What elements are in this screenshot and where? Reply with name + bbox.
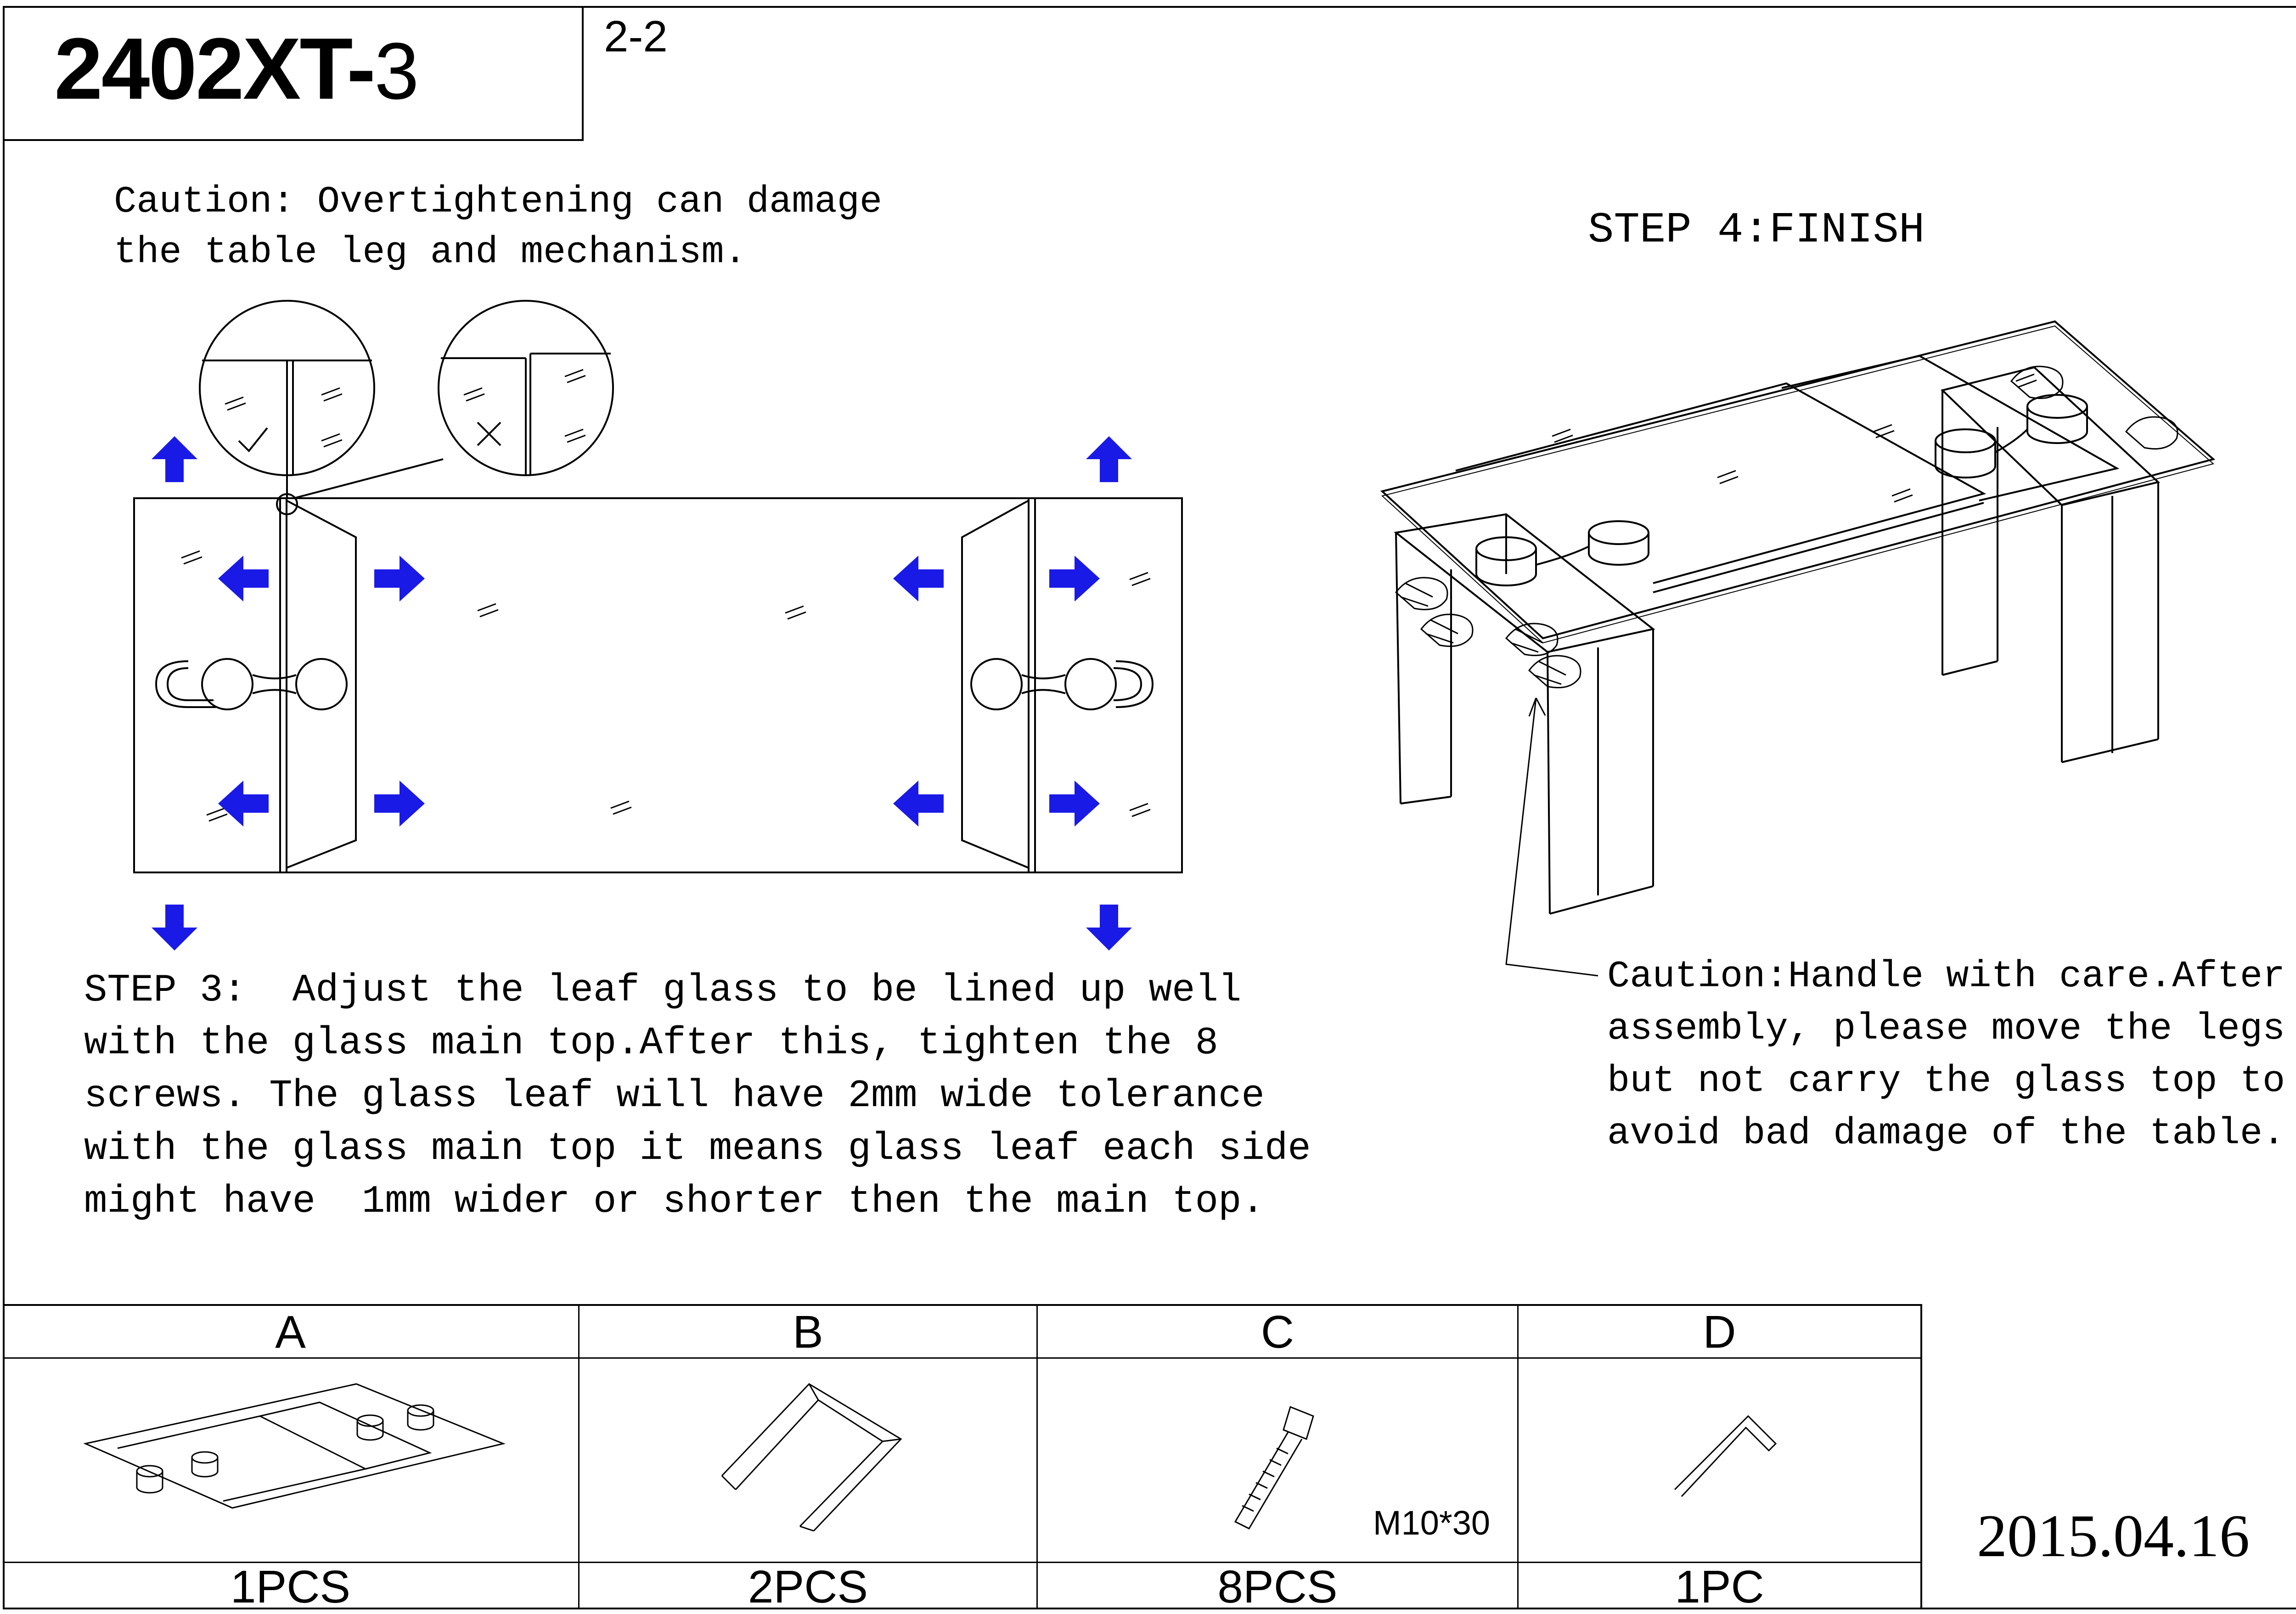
- glass-top-outline: [133, 497, 1183, 873]
- part-quantity: 2PCS: [748, 1561, 868, 1613]
- table-header-divider: [3, 1357, 1920, 1359]
- part-column-a: A 1PCS: [3, 1306, 580, 1613]
- caution-line: the table leg and mechanism.: [114, 231, 747, 274]
- step3-line: STEP 3: Adjust the leaf glass to be line…: [84, 969, 1242, 1012]
- model-number-bold: 2402XT-: [54, 20, 376, 118]
- part-letter: B: [793, 1306, 823, 1358]
- step3-line: with the glass main top it means glass l…: [84, 1127, 1311, 1171]
- step3-line: with the glass main top.After this, tigh…: [84, 1022, 1219, 1065]
- caution-handle-with-care: Caution:Handle with care.After assembly, …: [1607, 950, 2285, 1160]
- detail-correct: [199, 300, 375, 476]
- part-column-d: D 1PC: [1519, 1306, 1920, 1613]
- caution-overtightening: Caution: Overtightening can damage the ta…: [114, 177, 882, 278]
- step3-line: might have 1mm wider or shorter then the…: [84, 1180, 1265, 1224]
- model-number-suffix: 3: [374, 27, 419, 116]
- part-letter: A: [275, 1306, 306, 1358]
- caution-line: but not carry the glass top to: [1607, 1060, 2285, 1102]
- arrow-icon: [152, 436, 1132, 950]
- mechanism-right: [970, 658, 1154, 710]
- cross-icon: [477, 422, 501, 446]
- mechanism-left: [1475, 520, 1649, 586]
- caution-line: Caution:Handle with care.After: [1607, 955, 2285, 998]
- check-icon: [238, 427, 268, 452]
- caution-line: Caution: Overtightening can damage: [114, 180, 883, 223]
- model-number: 2402XT-3: [54, 20, 419, 120]
- leg-icon: [721, 1383, 902, 1532]
- caution-line: assembly, please move the legs: [1607, 1007, 2285, 1050]
- finished-table-drawing: [1380, 320, 2216, 977]
- screw-icon: [1234, 1406, 1314, 1530]
- caution-line: avoid bad damage of the table.: [1607, 1112, 2285, 1155]
- part-quantity: 8PCS: [1217, 1561, 1338, 1613]
- title-box: [3, 6, 584, 141]
- hands-icon: [1395, 366, 2178, 688]
- mechanism-left: [155, 658, 348, 710]
- parts-table: A 1PCS B: [3, 1304, 1922, 1613]
- step3-diagram: [133, 300, 1183, 950]
- detail-wrong: [438, 300, 614, 476]
- mechanism-right: [1935, 394, 2088, 478]
- step3-line: screws. The glass leaf will have 2mm wid…: [84, 1074, 1265, 1118]
- step3-instructions: STEP 3: Adjust the leaf glass to be line…: [84, 964, 1311, 1228]
- part-letter: D: [1703, 1306, 1736, 1358]
- page-frame: [3, 6, 2296, 1609]
- part-column-c: C M10*30 8PCS: [1038, 1306, 1519, 1613]
- part-quantity: 1PCS: [230, 1561, 351, 1613]
- release-date: 2015.04.16: [1977, 1502, 2250, 1569]
- screw-spec: M10*30: [1373, 1504, 1491, 1542]
- page-number: 2-2: [604, 12, 668, 61]
- part-column-b: B 2PCS: [580, 1306, 1038, 1613]
- step4-title: STEP 4:FINISH: [1588, 206, 1925, 255]
- part-letter: C: [1261, 1306, 1294, 1358]
- allen-key-icon: [1674, 1415, 1777, 1497]
- glass-top-icon: [83, 1383, 506, 1509]
- table-footer-divider: [3, 1562, 1920, 1563]
- part-quantity: 1PC: [1675, 1561, 1764, 1613]
